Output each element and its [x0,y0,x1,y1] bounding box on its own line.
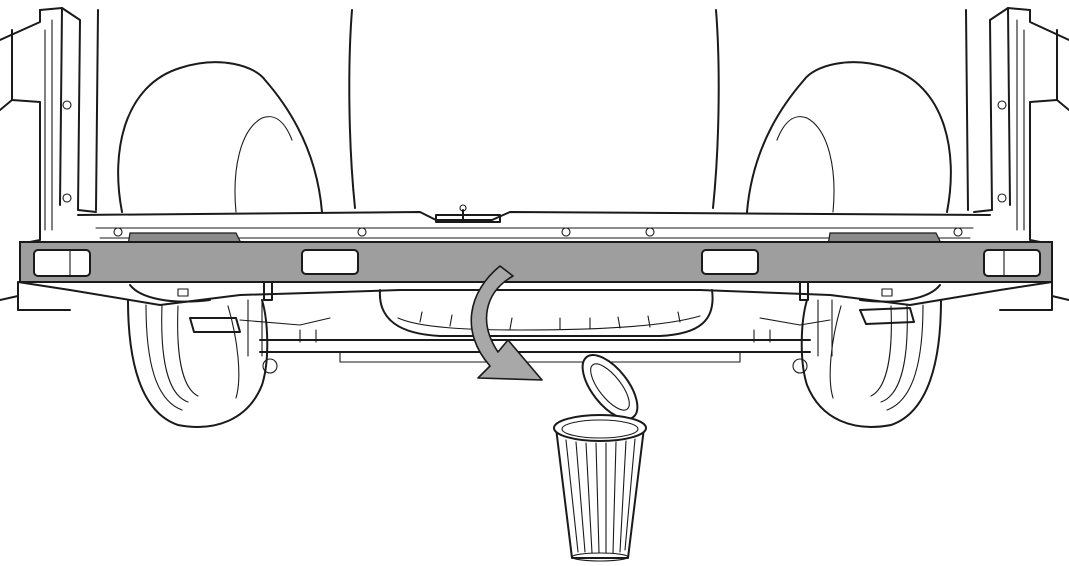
bumper-bar [19,241,1053,283]
rear-axle [189,299,915,374]
bumper-cutout-right [701,249,759,275]
left-wheel [127,299,269,428]
bumper-frame [17,279,1053,311]
curved-arrow-icon [470,265,543,381]
trash-can-icon [553,354,647,562]
spare-tire [378,289,714,337]
rear-bumper [19,241,1053,283]
bumper-cutout-left [301,249,359,275]
right-wheel-arch [746,61,952,213]
bumper-cutout-right-end [983,249,1041,277]
right-wheel [800,299,942,428]
trash-can-lid [581,354,639,420]
left-rear-door [0,7,99,301]
bumper-cutout-left-end [33,249,91,277]
left-wheel-arch [117,61,323,213]
